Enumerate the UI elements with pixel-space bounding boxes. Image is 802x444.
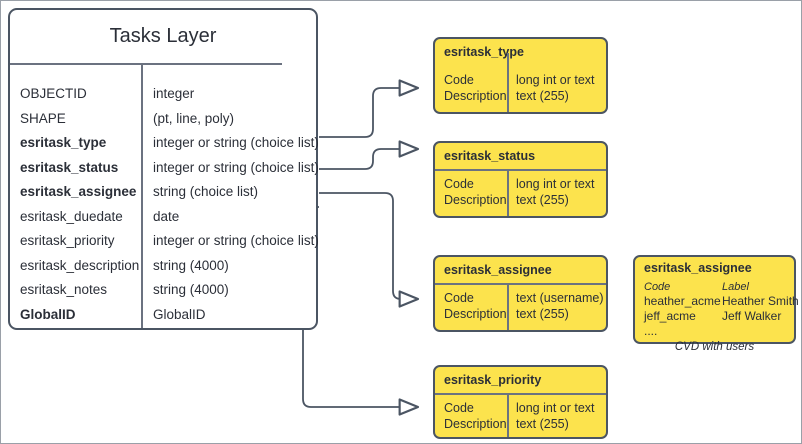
domain-left-line: Code <box>444 401 474 415</box>
field-name: SHAPE <box>20 110 66 126</box>
cvd-code: heather_acme <box>644 294 721 308</box>
domain-left-column: Code Description <box>444 73 507 104</box>
table-row: esritask_priority integer or string (cho… <box>10 229 319 254</box>
domain-left-column: Code Description <box>444 177 507 208</box>
domain-right-line: text (255) <box>516 88 569 103</box>
domain-left-line: Description <box>444 88 507 103</box>
domain-right-line: text (255) <box>516 306 569 321</box>
domain-left-line: Code <box>444 177 474 191</box>
cvd-header-label: Label <box>722 281 749 293</box>
domain-header: esritask_status <box>444 149 536 163</box>
field-type: integer <box>153 86 195 101</box>
field-name: esritask_status <box>20 159 119 175</box>
domain-header: esritask_priority <box>444 373 542 387</box>
domain-left-line: Description <box>444 416 507 431</box>
table-row: GlobalID GlobalID <box>10 303 316 328</box>
domain-header: esritask_type <box>444 45 524 59</box>
domain-box-esritask-assignee: esritask_assignee Code Description text … <box>433 255 608 332</box>
domain-right-column: long int or text text (255) <box>516 73 595 104</box>
header-divider <box>10 63 282 65</box>
domain-left-line: Code <box>444 291 474 305</box>
connector-assignee <box>319 192 420 308</box>
cvd-code: jeff_acme <box>644 309 696 323</box>
field-name: esritask_assignee <box>20 184 137 199</box>
field-type: integer or string (choice list) <box>153 159 319 175</box>
connector-status <box>319 140 420 170</box>
domain-left-line: Description <box>444 306 507 321</box>
domain-right-line: text (255) <box>516 192 569 207</box>
domain-left-column: Code Description <box>444 401 507 432</box>
cvd-row: jeff_acme Jeff Walker <box>644 307 799 323</box>
table-row: esritask_notes string (4000) <box>10 278 316 303</box>
cvd-row: heather_acmeHeather Smith <box>644 292 799 308</box>
domain-right-line: text (username) <box>516 291 604 305</box>
cvd-ellipsis: .... <box>644 324 658 338</box>
cvd-ellipsis-row: .... <box>644 322 799 338</box>
field-name: esritask_duedate <box>20 208 123 224</box>
domain-column-divider <box>507 283 509 330</box>
field-type: string (4000) <box>153 282 229 297</box>
domain-right-line: text (255) <box>516 416 569 431</box>
connector-priority <box>302 206 420 416</box>
field-type: string (4000) <box>153 257 229 273</box>
domain-header: esritask_assignee <box>444 263 552 277</box>
field-type: string (choice list) <box>153 184 259 199</box>
table-row: esritask_assignee string (choice list) <box>10 180 316 205</box>
cvd-box-assignee: esritask_assignee Code Label heather_acme… <box>633 255 799 344</box>
tasks-layer-field-rows: OBJECTID integer SHAPE (pt, line, poly) … <box>10 82 319 328</box>
domain-left-line: Description <box>444 192 507 207</box>
table-row: SHAPE (pt, line, poly) <box>10 107 316 132</box>
domain-column-divider <box>507 393 509 437</box>
domain-right-line: long int or text <box>516 73 595 87</box>
domain-right-line: long int or text <box>516 177 595 191</box>
field-name: esritask_type <box>20 135 107 150</box>
domain-column-divider <box>507 169 509 216</box>
cvd-label: Heather Smith <box>722 294 799 308</box>
domain-header-divider <box>435 169 606 171</box>
cvd-label: Jeff Walker <box>722 309 782 323</box>
connector-type <box>319 79 420 138</box>
field-name: esritask_notes <box>20 282 108 297</box>
domain-box-esritask-priority: esritask_priority Code Description long … <box>433 365 608 439</box>
domain-right-column: long int or text text (255) <box>516 177 595 208</box>
cvd-table: Code Label heather_acmeHeather Smith jeff… <box>644 277 799 338</box>
field-type: integer or string (choice list) <box>153 233 319 248</box>
field-type: GlobalID <box>153 306 206 322</box>
tasks-layer-entity: Tasks Layer OBJECTID integer SHAPE (pt, … <box>8 8 319 330</box>
field-name: esritask_priority <box>20 233 115 248</box>
table-row: esritask_description string (4000) <box>10 254 316 279</box>
table-row: esritask_status integer or string (choic… <box>10 156 319 181</box>
domain-right-column: long int or text text (255) <box>516 401 595 432</box>
field-name: OBJECTID <box>20 86 87 101</box>
field-name: GlobalID <box>20 306 76 322</box>
cvd-header-row: Code Label <box>644 277 799 293</box>
domain-right-line: long int or text <box>516 401 595 415</box>
field-name: esritask_description <box>20 257 140 273</box>
cvd-caption: CVD with users <box>674 341 755 353</box>
field-type: date <box>153 208 180 224</box>
column-divider <box>141 63 143 328</box>
cvd-title: esritask_assignee <box>644 261 752 275</box>
cvd-header-code: Code <box>644 281 671 293</box>
table-row: OBJECTID integer <box>10 82 316 107</box>
domain-header-divider <box>435 393 606 395</box>
domain-left-column: Code Description <box>444 291 507 322</box>
field-type: (pt, line, poly) <box>153 110 235 126</box>
domain-header-divider <box>435 283 606 285</box>
domain-left-line: Code <box>444 73 474 87</box>
domain-box-esritask-type: esritask_type Code Description long int … <box>433 37 608 114</box>
table-row: esritask_type integer or string (choice … <box>10 131 319 156</box>
domain-box-esritask-status: esritask_status Code Description long in… <box>433 141 608 218</box>
tasks-layer-title: Tasks Layer <box>109 25 217 47</box>
domain-right-column: text (username) text (255) <box>516 291 604 322</box>
domain-column-divider <box>507 53 509 112</box>
field-type: integer or string (choice list) <box>153 135 319 150</box>
table-row: esritask_duedate date <box>10 205 316 230</box>
